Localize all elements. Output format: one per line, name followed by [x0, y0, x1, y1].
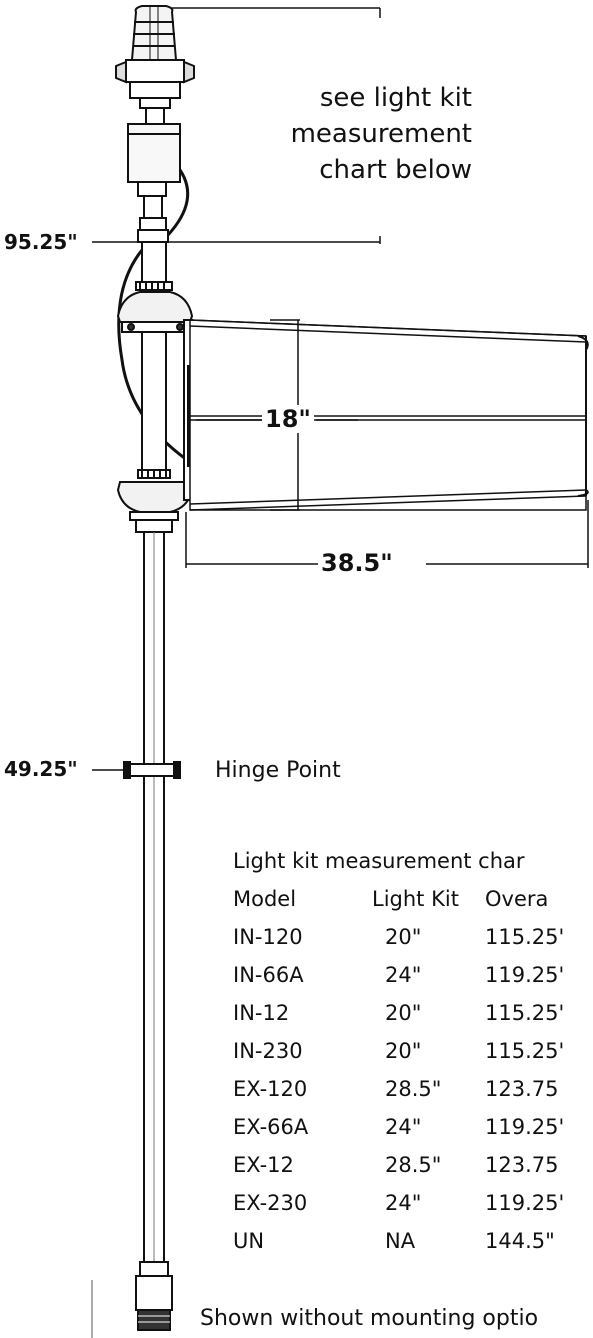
- note-text: see light kit measurement chart below: [250, 80, 472, 188]
- cell-model: IN-66A: [233, 963, 304, 987]
- chart-row: IN-66A 24" 119.25': [233, 956, 593, 994]
- dimension-38-label: 38.5": [318, 549, 396, 577]
- chart-title: Light kit measurement char: [233, 849, 525, 873]
- cell-overall: 115.25': [485, 1039, 565, 1063]
- dimension-49-label: 49.25": [4, 757, 78, 781]
- header-overall: Overa: [485, 887, 549, 911]
- cell-overall: 115.25': [485, 1001, 565, 1025]
- cell-model: UN: [233, 1229, 265, 1253]
- cell-model: IN-12: [233, 1001, 290, 1025]
- cell-light-kit: 24": [385, 1191, 422, 1215]
- note-line-1: see light kit: [319, 83, 472, 113]
- windsock-icon: [189, 319, 589, 511]
- chart-header-row: Model Light Kit Overa: [233, 880, 593, 918]
- cell-overall: 144.5": [485, 1229, 555, 1253]
- chart-row: EX-230 24" 119.25': [233, 1184, 593, 1222]
- cell-model: EX-230: [233, 1191, 308, 1215]
- cell-light-kit: NA: [385, 1229, 416, 1253]
- dimension-lines: [92, 7, 589, 771]
- cell-overall: 123.75: [485, 1153, 559, 1177]
- cell-overall: 115.25': [485, 925, 565, 949]
- cell-model: IN-230: [233, 1039, 303, 1063]
- cell-model: IN-120: [233, 925, 303, 949]
- chart-row: EX-12 28.5" 123.75: [233, 1146, 593, 1184]
- upper-mast: [135, 229, 173, 291]
- chart-row: UN NA 144.5": [233, 1222, 593, 1260]
- power-cable: [166, 169, 190, 237]
- cell-overall: 119.25': [485, 1191, 565, 1215]
- note-line-3: chart below: [319, 155, 472, 185]
- chart-row: IN-230 20" 115.25': [233, 1032, 593, 1070]
- chart-row: EX-66A 24" 119.25': [233, 1108, 593, 1146]
- cell-light-kit: 20": [385, 925, 422, 949]
- header-model: Model: [233, 887, 297, 911]
- dimension-18-label: 18": [262, 405, 314, 433]
- chart-row: EX-120 28.5" 123.75: [233, 1070, 593, 1108]
- cell-model: EX-120: [233, 1077, 308, 1101]
- light-kit-chart: Light kit measurement char Model Light K…: [233, 842, 593, 1260]
- cell-light-kit: 28.5": [385, 1153, 442, 1177]
- lower-pole: [123, 531, 181, 1331]
- footer-note: Shown without mounting optio: [200, 1306, 539, 1331]
- cell-light-kit: 24": [385, 963, 422, 987]
- cell-model: EX-12: [233, 1153, 294, 1177]
- swivel-assembly: [116, 291, 197, 533]
- dimension-95-label: 95.25": [4, 230, 78, 254]
- cell-overall: 123.75: [485, 1077, 559, 1101]
- header-light-kit: Light Kit: [372, 887, 459, 911]
- note-line-2: measurement: [290, 119, 472, 149]
- cell-light-kit: 24": [385, 1115, 422, 1139]
- cell-light-kit: 20": [385, 1001, 422, 1025]
- cell-overall: 119.25': [485, 963, 565, 987]
- chart-row: IN-12 20" 115.25': [233, 994, 593, 1032]
- cell-light-kit: 28.5": [385, 1077, 442, 1101]
- hinge-point-label: Hinge Point: [215, 758, 341, 783]
- chart-row: IN-120 20" 115.25': [233, 918, 593, 956]
- cell-model: EX-66A: [233, 1115, 309, 1139]
- obstruction-light-icon: [115, 5, 195, 231]
- cell-light-kit: 20": [385, 1039, 422, 1063]
- cell-overall: 119.25': [485, 1115, 565, 1139]
